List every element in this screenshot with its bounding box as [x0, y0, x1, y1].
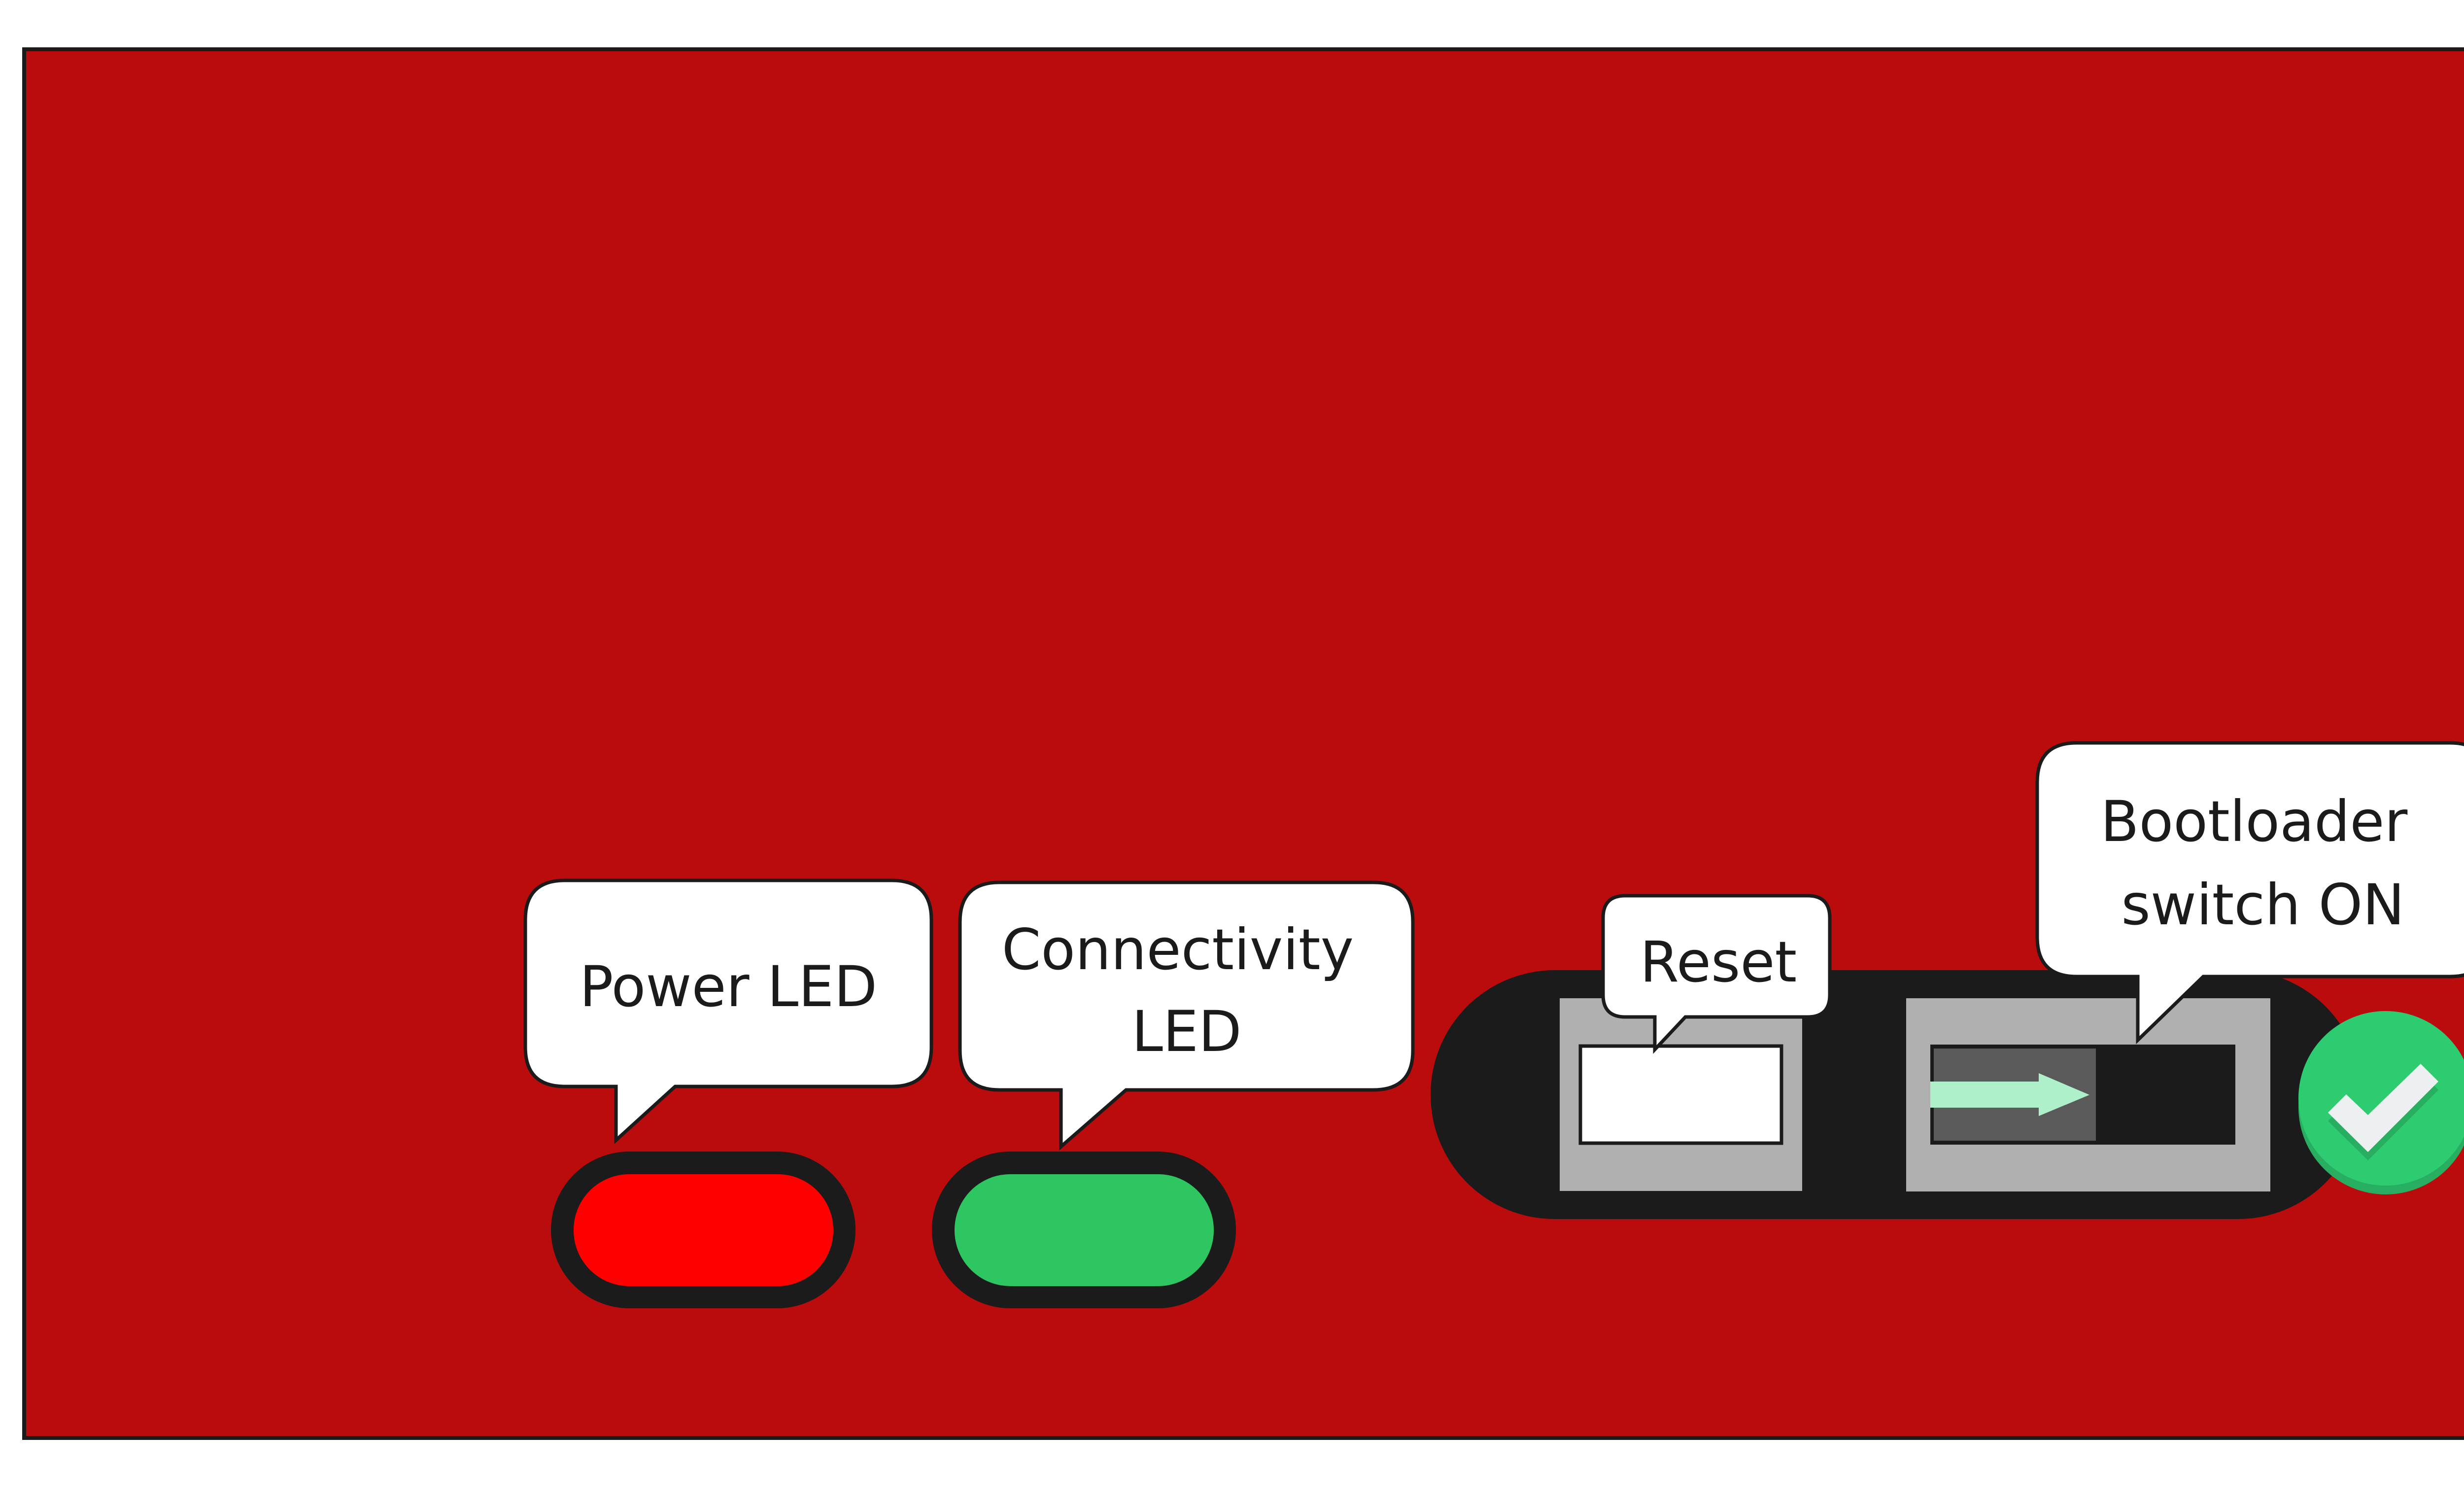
connectivity-led-light	[955, 1174, 1214, 1286]
reset-button[interactable]	[1560, 998, 1802, 1191]
callout-reset-text: Reset	[1640, 929, 1797, 995]
callout-connectivity-led-bubble	[958, 880, 1415, 1151]
callout-connectivity-led-text: Connectivity LED	[1002, 917, 1372, 1064]
callout-bootloader: Bootloader switch ON	[2035, 741, 2464, 1045]
check-circle	[2298, 1011, 2464, 1186]
reset-button-cap[interactable]	[1578, 1044, 1783, 1145]
callout-power-led-line: Power LED	[580, 954, 877, 1019]
bootloader-switch[interactable]	[1906, 998, 2270, 1191]
callout-power-led: Power LED	[523, 878, 933, 1144]
check-mark	[2328, 1064, 2438, 1152]
arrow-right-icon	[1930, 1073, 2089, 1116]
power-led	[551, 1152, 856, 1308]
callout-connectivity-led-line-2: LED	[1131, 999, 1241, 1064]
callout-connectivity-led: Connectivity LED	[958, 880, 1415, 1151]
callout-bootloader-bubble	[2035, 741, 2464, 1045]
connectivity-led	[932, 1152, 1236, 1308]
callout-bootloader-line-1: Bootloader	[2100, 789, 2407, 854]
power-led-light	[574, 1174, 833, 1286]
callout-bootloader-text: Bootloader switch ON	[2100, 789, 2425, 938]
callout-power-led-text: Power LED	[580, 954, 877, 1019]
check-circle-icon	[2298, 1011, 2464, 1194]
callout-reset-bubble	[1601, 894, 1832, 1054]
callout-reset-line: Reset	[1640, 929, 1797, 995]
callout-connectivity-led-line-1: Connectivity	[1002, 917, 1354, 982]
callout-bootloader-line-2: switch ON	[2121, 872, 2404, 938]
switch-block	[1431, 970, 2362, 1219]
callout-power-led-bubble	[523, 878, 933, 1144]
callout-reset: Reset	[1601, 894, 1832, 1054]
